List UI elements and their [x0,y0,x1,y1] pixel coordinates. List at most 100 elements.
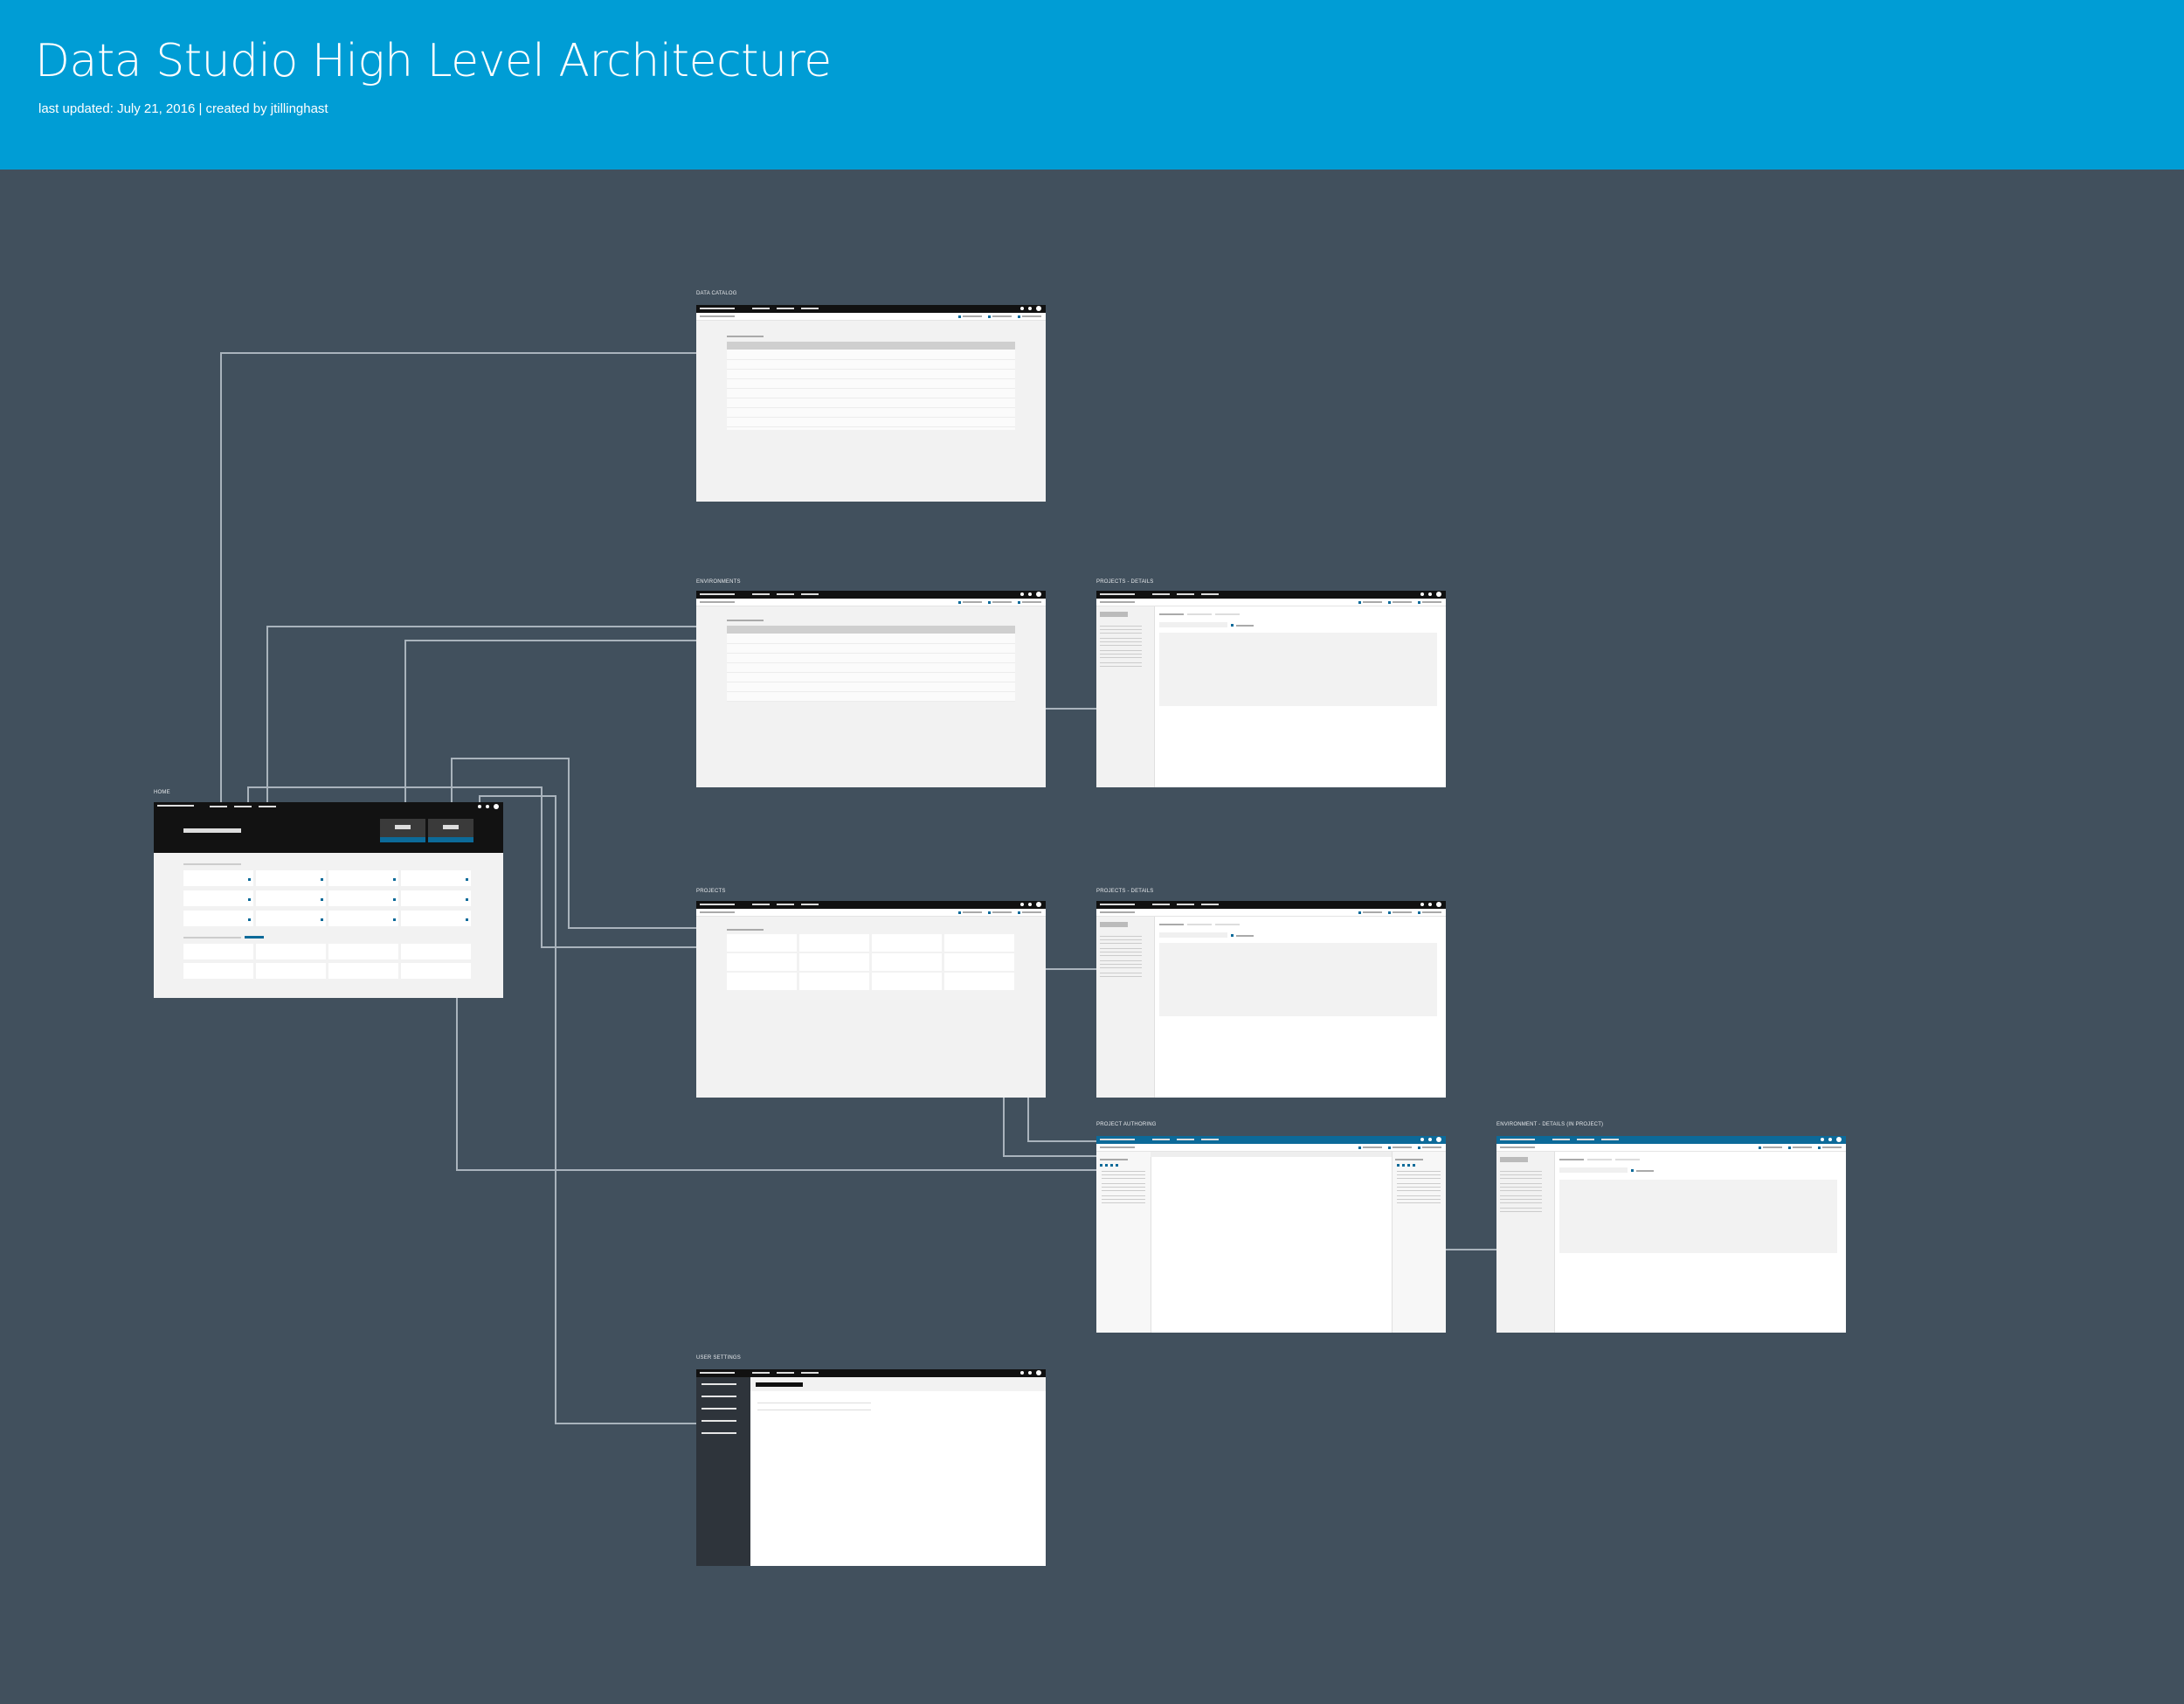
screen-label: DATA CATALOG [696,291,737,296]
circle-icon [1420,1138,1424,1141]
list-row-divider [727,643,1015,644]
side-list-item [1500,1202,1542,1203]
filter-status-icon [1231,934,1234,937]
hero-button-label [395,825,411,829]
settings-sidebar [696,1377,750,1566]
side-list-item [1100,666,1142,667]
module-item [1102,1195,1145,1196]
circle-icon [1821,1138,1824,1141]
screen-user-settings[interactable] [696,1369,1046,1566]
top-bar [696,1369,1046,1377]
connector-line [555,1423,696,1424]
top-bar [696,591,1046,599]
logo-placeholder [700,593,735,595]
page-title-placeholder [727,929,764,931]
nav-placeholder [777,308,794,309]
nav-placeholder [1201,1139,1219,1140]
nav-placeholder [259,806,276,807]
filter-label [1236,625,1254,627]
property-item [1397,1195,1441,1196]
tab-placeholder [1159,613,1184,615]
project-tile [944,934,1014,952]
side-list-item [1100,650,1142,651]
screen-label: ENVIRONMENT - DETAILS (IN PROJECT) [1496,1122,1604,1127]
status-icon [1018,911,1020,914]
circle-icon [1828,1138,1832,1141]
home-card [328,911,398,926]
sub-bar [1096,599,1446,606]
status-placeholder [1393,601,1412,603]
connector-line [404,640,696,641]
list-header [727,342,1015,350]
side-list-item [1100,641,1142,642]
circle-icon [1420,903,1424,906]
nav-placeholder [1152,1139,1170,1140]
card-status-icon [321,878,323,881]
circle-icon [1020,592,1024,596]
card-status-icon [466,898,468,901]
status-placeholder [992,315,1012,317]
page-title: Data Studio High Level Architecture [35,35,832,87]
sub-bar [696,599,1046,606]
logo-placeholder [1100,593,1135,595]
screen-environments[interactable] [696,591,1046,787]
screen-projects-details-1[interactable] [1096,591,1446,787]
side-list-item [1100,955,1142,956]
screen-label: PROJECT AUTHORING [1096,1122,1157,1127]
connector-line [1027,1140,1097,1142]
status-placeholder [1793,1146,1812,1148]
nav-placeholder [777,904,794,905]
settings-nav-item [702,1396,736,1397]
right-panel [1392,1152,1446,1333]
screen-project-authoring[interactable] [1096,1136,1446,1333]
logo-placeholder [700,308,735,309]
avatar-icon [1036,592,1041,597]
logo-placeholder [700,904,735,905]
list-row-divider [727,407,1015,408]
sub-bar [1096,909,1446,917]
status-placeholder [1393,1146,1412,1148]
nav-placeholder [752,593,770,595]
filter-box [1559,1167,1628,1173]
settings-header [750,1377,1046,1391]
property-item [1397,1174,1441,1175]
side-panel-title [1500,1157,1528,1162]
screen-data-catalog[interactable] [696,305,1046,502]
home-card [256,890,326,906]
project-tile [944,953,1014,971]
property-item [1397,1178,1441,1179]
project-tile [727,953,797,971]
status-placeholder [1422,911,1441,913]
avatar-icon [1036,306,1041,311]
screen-label: HOME [154,790,170,795]
screen-label: PROJECTS - DETAILS [1096,579,1154,585]
canvas-toolbar [1151,1152,1392,1157]
property-item [1397,1187,1441,1188]
circle-icon [1020,307,1024,310]
module-item [1102,1178,1145,1179]
top-bar [1096,591,1446,599]
circle-icon [1420,592,1424,596]
home-card [183,890,253,906]
home-card [401,890,471,906]
circle-icon [486,805,489,808]
property-item [1397,1183,1441,1184]
logo-placeholder [157,805,194,807]
logo-placeholder [1100,1139,1135,1140]
connector-line [266,626,696,627]
filter-status-icon [1631,1169,1634,1172]
screen-projects-details-2[interactable] [1096,901,1446,1098]
screen-projects[interactable] [696,901,1046,1098]
tool-icon [1116,1164,1118,1167]
screen-environment-details[interactable] [1496,1136,1846,1333]
status-placeholder [1763,1146,1782,1148]
screen-home[interactable] [154,802,503,998]
side-list-item [1100,654,1142,655]
status-icon [1018,315,1020,318]
section-heading-placeholder [183,863,241,865]
status-icon [1358,1146,1361,1149]
filter-box [1159,932,1227,938]
project-card [401,944,471,959]
status-placeholder [963,911,982,913]
